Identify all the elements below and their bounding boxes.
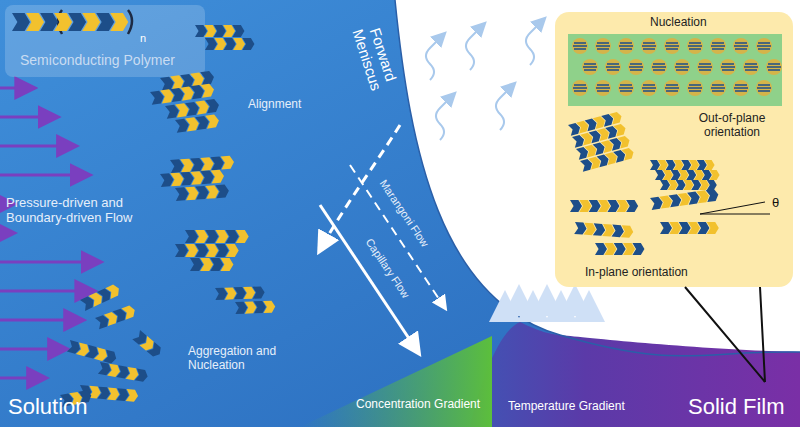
polymer-chain — [80, 283, 121, 311]
nucleus — [664, 38, 680, 54]
annotation-label: Solid Film — [688, 394, 785, 419]
nucleus — [766, 59, 782, 75]
polymer-chain — [650, 189, 719, 210]
nucleus — [710, 38, 726, 54]
nucleus — [605, 59, 621, 75]
annotation-label: Temperature Gradient — [508, 400, 625, 414]
nucleus — [674, 59, 690, 75]
nucleus — [651, 59, 667, 75]
node-text: Nucleation — [650, 16, 707, 30]
inset-panel: NucleationOut-of-plane orientationIn-pla… — [555, 12, 793, 287]
polymer-chain — [175, 244, 239, 257]
nucleus — [720, 59, 736, 75]
polymer-chain — [235, 301, 275, 314]
polymer-chain — [132, 330, 163, 359]
annotation-label: Aggregation and Nucleation — [188, 345, 298, 373]
polymer-chain — [175, 114, 220, 133]
nucleus — [743, 59, 759, 75]
nucleus — [687, 80, 703, 96]
polymer-chain — [190, 258, 233, 271]
nucleus — [664, 80, 680, 96]
legend-box: Semiconducting Polymer — [8, 8, 203, 78]
nucleus — [582, 59, 598, 75]
nucleus — [733, 80, 749, 96]
annotation-label: n — [140, 32, 146, 45]
polymer-chain — [175, 184, 229, 201]
polymer-chain — [570, 200, 638, 212]
polymer-chain — [185, 230, 249, 243]
polymer-chain — [195, 25, 244, 37]
polymer-chain — [215, 286, 265, 300]
nucleus — [572, 80, 588, 96]
nucleus — [572, 38, 588, 54]
nucleus — [618, 38, 634, 54]
polymer-chain — [205, 38, 254, 50]
nucleus — [697, 59, 713, 75]
node-text: Out-of-plane orientation — [677, 112, 787, 140]
annotation-label: Solution — [8, 394, 88, 419]
nucleus — [733, 38, 749, 54]
polymer-chain — [660, 222, 719, 234]
polymer-chain — [595, 243, 644, 255]
nucleus — [618, 80, 634, 96]
nucleus — [595, 80, 611, 96]
polymer-chain — [580, 147, 635, 172]
polymer-chain — [150, 83, 215, 105]
polymer-chain — [170, 156, 234, 173]
nucleus — [595, 38, 611, 54]
polymer-chain — [660, 180, 717, 190]
polymer-chain — [67, 340, 118, 364]
node-text: Semiconducting Polymer — [20, 52, 175, 68]
nucleus — [641, 80, 657, 96]
annotation-label: Pressure-driven and Boundary-driven Flow — [6, 196, 141, 226]
polymer-chain — [655, 170, 720, 180]
nucleus — [641, 38, 657, 54]
nucleus — [710, 80, 726, 96]
polymer-chain — [98, 362, 149, 382]
polymer-chain — [650, 160, 715, 170]
annotation-label: Concentration Gradient — [356, 398, 480, 412]
nucleus — [756, 38, 772, 54]
node-text: In-plane orientation — [585, 266, 688, 280]
polymer-chain — [95, 304, 137, 329]
nucleus — [687, 38, 703, 54]
nucleus — [628, 59, 644, 75]
nucleus — [756, 80, 772, 96]
polymer-chain — [574, 222, 633, 238]
annotation-label: θ — [772, 196, 779, 211]
polymer-chain — [12, 13, 128, 31]
annotation-label: Alignment — [248, 98, 301, 112]
polymer-chain — [160, 170, 224, 187]
